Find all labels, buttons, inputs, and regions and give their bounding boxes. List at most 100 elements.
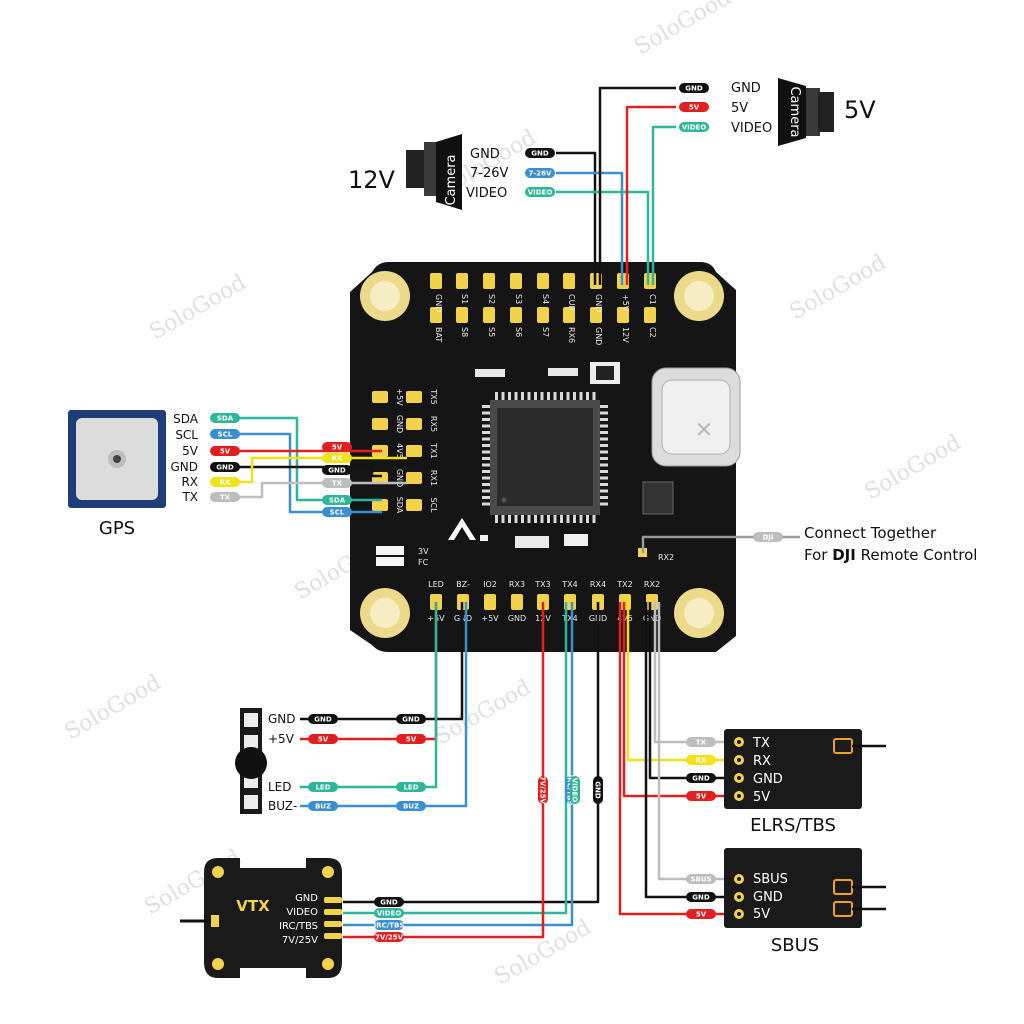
mcu-chip	[482, 392, 608, 523]
wire-tag: GND	[308, 714, 338, 724]
fc-top-pad	[617, 307, 629, 323]
wire-tag: GND	[686, 773, 716, 783]
vtx-module: VTX GND VIDEO IRC/TBS 7V/25V	[180, 858, 342, 978]
wire-tag-label: GND	[692, 775, 710, 783]
fc-top-pad	[456, 307, 468, 323]
fc-bottom-pad-label: +5V	[481, 614, 499, 623]
wire-buzzer-buz	[300, 602, 468, 808]
fc-bottom-pad-label: GND	[508, 614, 526, 623]
wire-tag-label: SDA	[329, 497, 346, 505]
wire-tag-label: BUZ	[403, 803, 419, 811]
buzzer-pin-led: LED	[268, 780, 292, 794]
camera-5v-pin-gnd: GND	[731, 81, 761, 96]
vtx-pin-video: VIDEO	[286, 907, 318, 918]
fc-top-pad	[590, 307, 602, 323]
fc-top-pad-label: +5V	[621, 294, 630, 312]
wire-tag-label: GND	[380, 899, 398, 907]
wire-tags: GND 7-26V VIDEO GND 5V VIDEO SDA SCL 5V GND RX TX 5V…	[210, 83, 783, 942]
wire-tag-label: 7-26V	[529, 170, 553, 178]
small-components	[475, 362, 674, 548]
wire-tag: BUZ	[396, 801, 426, 811]
wire-tag-label: GND	[402, 716, 420, 724]
wire-tag-label: TX	[696, 739, 707, 747]
wire-gps-gnd	[238, 465, 382, 478]
wire-tag: 7V/25V	[374, 932, 404, 942]
wire-tag-label: 5V	[696, 911, 707, 919]
wire-tag-label: 7V/25V	[375, 934, 404, 942]
wire-tag-label: GND	[685, 85, 703, 93]
fc-left-pad	[372, 499, 388, 511]
wire-cam12-video	[556, 190, 650, 285]
gps-module: GPS SDA SCL 5V GND RX TX	[68, 410, 199, 539]
fc-top-pad-label: S5	[487, 327, 496, 337]
wire-tag: RX	[322, 453, 352, 463]
fc-top-pad-label: S7	[541, 327, 550, 337]
wire-tag: SBUS	[686, 874, 716, 884]
wire-tag-label: 5V	[318, 736, 329, 744]
fc-left-pad-label: SDA	[395, 497, 404, 514]
wire-tag: TX	[210, 492, 240, 502]
wire-tag-label: LED	[403, 784, 418, 792]
camera-5v-voltage: 5V	[844, 96, 876, 124]
camera-12v-pin-power: 7-26V	[470, 166, 509, 181]
wire-tag: SDA	[322, 495, 352, 505]
wire-cam5-video	[651, 125, 676, 285]
gps-pin-sda: SDA	[173, 412, 199, 426]
camera-5v-label: Camera	[787, 86, 802, 137]
fc-top-pad-label: C2	[648, 327, 657, 338]
buzzer-pin-buz: BUZ-	[268, 799, 297, 813]
fc-top-pad	[483, 307, 495, 323]
watermark: SoloGood	[61, 670, 166, 745]
wire-tag-label: SBUS	[690, 876, 711, 884]
fc-bottom-pad-label: RX2	[644, 580, 660, 589]
wire-tag: 7V/25V	[538, 776, 548, 805]
wire-tag-label: GND	[328, 467, 346, 475]
gps-pin-scl: SCL	[175, 428, 198, 442]
sbus-pin-5v: 5V	[753, 907, 770, 922]
wire-tag: DJI	[753, 532, 783, 542]
fc-bottom-pad-label: TX2	[616, 580, 632, 589]
fc-top-pad	[430, 307, 442, 323]
wire-tag-label: GND	[531, 150, 549, 158]
fc-left-pad	[406, 391, 422, 403]
fc-left-pad-label: GND	[395, 469, 404, 487]
sbus-pin-sbus: SBUS	[753, 872, 788, 887]
wire-tag-label: VIDEO	[682, 124, 707, 132]
camera-12v-voltage: 12V	[348, 166, 396, 194]
wire-tag-label: 5V	[406, 736, 417, 744]
wire-tag: 5V	[308, 734, 338, 744]
fc-top-pad	[537, 307, 549, 323]
wire-tag: 5V	[210, 446, 240, 456]
wire-vtx-gnd	[343, 602, 600, 904]
wire-cam5-gnd	[598, 86, 676, 285]
wire-tag-label: TX	[332, 480, 343, 488]
elrs-title: ELRS/TBS	[750, 815, 836, 836]
led-label-3v: 3V	[418, 547, 429, 556]
fc-bottom-pad-label: RX4	[590, 580, 606, 589]
dji-note-line1: Connect Together	[804, 524, 937, 542]
fc-left-pad-label: RX1	[429, 470, 438, 486]
wire-tag-label: VIDEO	[571, 778, 579, 803]
fc-bottom-pad-label: LED	[428, 580, 444, 589]
wire-tag: GND	[593, 776, 603, 804]
wire-tag: SCL	[322, 507, 352, 517]
fc-top-pad-label: BAT	[434, 327, 443, 342]
fc-bottom-pad-label: RX3	[509, 580, 525, 589]
usb-c-connector[interactable]: ✕	[651, 367, 741, 467]
fc-top-pad	[644, 307, 656, 323]
wire-cam12-power	[556, 171, 624, 285]
camera-5v-pin-video: VIDEO	[731, 121, 772, 136]
wire-cam5-power	[625, 105, 676, 285]
rx2-label: RX2	[658, 553, 674, 562]
watermark: SoloGood	[146, 270, 251, 345]
fc-top-pad-label: GND	[434, 294, 443, 312]
fc-top-pad-label: CUR	[567, 294, 576, 311]
led-label-fc: FC	[418, 558, 429, 567]
fc-left-pad	[406, 418, 422, 430]
wire-tag: IRC/TBS	[374, 920, 404, 930]
buzzer-pin-gnd: GND	[268, 712, 296, 726]
wire-tag-label: RX	[696, 757, 707, 765]
wire-tag: VIDEO	[570, 776, 580, 804]
fc-top-pad-label: GND	[594, 294, 603, 312]
fc-top-pad-label: S4	[541, 294, 550, 304]
